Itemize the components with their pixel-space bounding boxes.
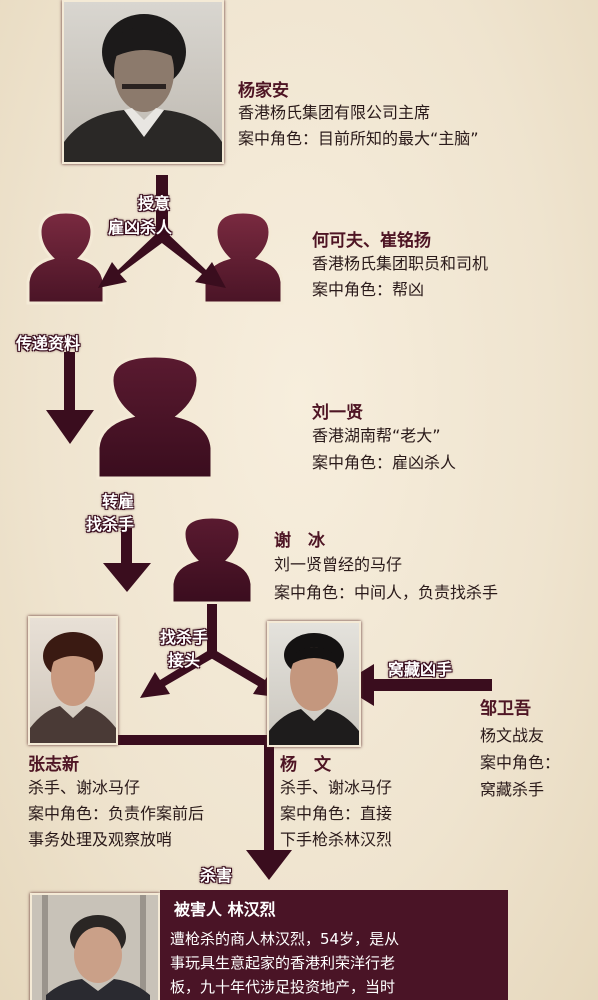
portrait-icon [32,895,158,1000]
portrait-icon [64,14,222,162]
victim-line-1: 遭枪杀的商人林汉烈，54岁，是从 [170,930,400,948]
kill-connector [110,735,292,880]
yang-jiaan-title: 香港杨氏集团有限公司主席 [238,103,431,122]
yang-jiaan-photo [62,0,224,164]
yang-wen-photo [267,621,361,747]
victim-title: 被害人 林汉烈 [174,900,276,919]
yang-jiaan-role: 案中角色：目前所知的最大“主脑” [238,129,479,148]
yang-wen-name: 杨 文 [280,755,331,775]
liu-yixian-title: 香港湖南帮“老大” [312,426,441,445]
accomplice-silhouette-left [26,210,106,305]
zhang-zhixin-role-cont: 事务处理及观察放哨 [28,830,173,849]
zou-weiwu-name: 邹卫吾 [480,699,531,719]
yang-wen-role-cont: 下手枪杀林汉烈 [280,830,393,849]
label-re-hire: 转雇 [102,492,135,511]
instigate-arrows [98,175,226,288]
zou-weiwu-role: 案中角色： [480,753,561,772]
victim-photo [30,893,160,1000]
label-pass-info: 传递资料 [16,334,81,353]
yang-jiaan-name: 杨家安 [238,81,289,101]
pass-info-arrow [46,352,94,444]
contact-arrows [140,604,284,698]
label-harbor: 窝藏凶手 [388,660,453,679]
yang-wen-title: 杀手、谢冰马仔 [280,778,393,797]
label-kill: 杀害 [200,866,233,885]
victim-line-2: 事玩具生意起家的香港利荣洋行老 [170,954,396,972]
label-hire-killer: 雇凶杀人 [108,218,173,237]
label-contact: 接头 [168,651,201,670]
zhang-zhixin-name: 张志新 [28,755,79,775]
label-find-killer: 找杀手 [86,515,135,534]
xie-bing-silhouette [170,515,254,605]
label-find-killer-2: 找杀手 [160,628,209,647]
zhang-zhixin-role: 案中角色：负责作案前后 [28,804,205,823]
yang-wen-role: 案中角色：直接 [280,804,393,823]
zhang-zhixin-title: 杀手、谢冰马仔 [28,778,141,797]
label-instigate: 授意 [138,194,171,213]
re-hire-arrow [103,528,151,592]
he-cui-title: 香港杨氏集团职员和司机 [312,254,489,273]
xie-bing-role: 案中角色：中间人，负责找杀手 [274,583,499,602]
portrait-icon [30,632,116,743]
accomplice-silhouette-right [202,210,284,305]
liu-yixian-role: 案中角色：雇凶杀人 [312,453,457,472]
zou-weiwu-title: 杨文战友 [480,726,545,745]
portrait-icon [269,633,359,745]
victim-line-3: 板，九十年代涉足投资地产，当时 [170,978,396,996]
xie-bing-name: 谢 冰 [274,531,325,551]
he-cui-name: 何可夫、崔铭扬 [312,231,431,251]
zou-weiwu-role-cont: 窝藏杀手 [480,780,545,799]
liu-yixian-name: 刘一贤 [312,403,363,423]
he-cui-role: 案中角色：帮凶 [312,280,425,299]
liu-yixian-silhouette [96,354,214,480]
zhang-zhixin-photo [28,616,118,745]
victim-box: 被害人 林汉烈 遭枪杀的商人林汉烈，54岁，是从 事玩具生意起家的香港利荣洋行老… [160,890,508,1000]
xie-bing-title: 刘一贤曾经的马仔 [274,555,403,574]
